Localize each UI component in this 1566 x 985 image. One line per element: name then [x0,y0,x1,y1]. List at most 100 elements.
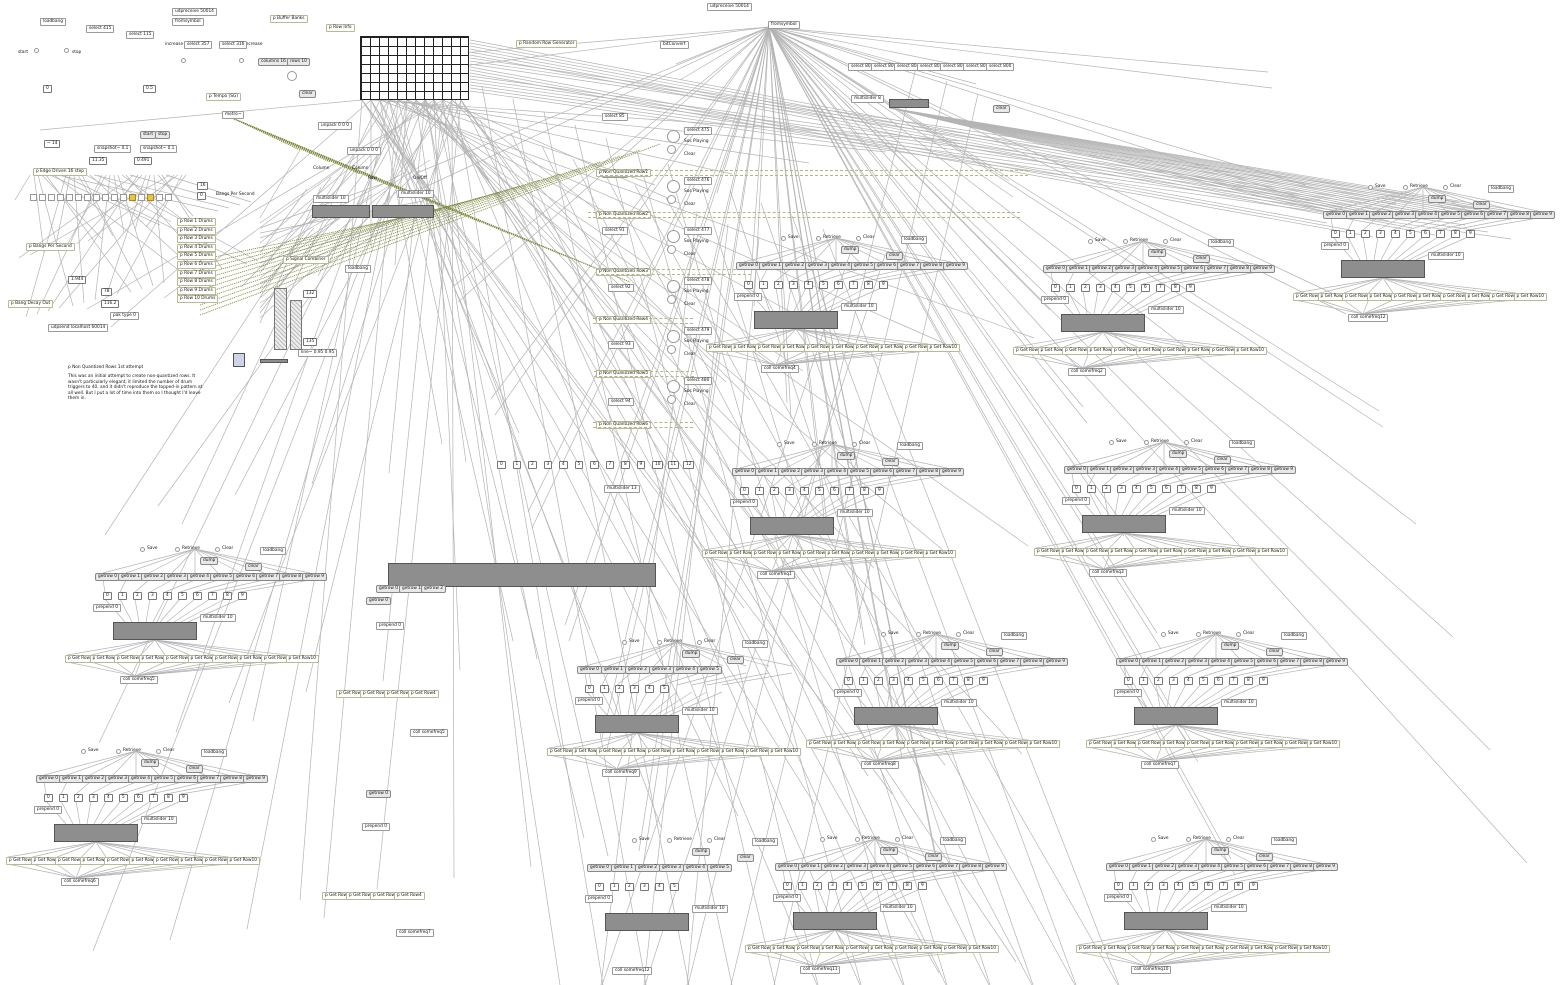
number-box[interactable]: 8 [860,487,869,495]
loadbang-object[interactable]: loadbang [901,236,927,244]
number-box[interactable]: 78 [101,288,113,296]
getrow-message[interactable]: getrow 2 [1369,211,1394,219]
metro-object[interactable]: metro~ [222,111,245,119]
get-row-subpatcher[interactable]: p Get Row10 [1254,548,1289,556]
number-box[interactable]: 135 [303,338,318,346]
prepend-object[interactable]: prepend 0 [1114,689,1142,697]
select-object[interactable]: select 85 [602,113,628,121]
getrow-message[interactable]: getrow 0 [1323,211,1348,219]
number-box[interactable]: 5 [815,487,824,495]
save-toggle[interactable] [820,837,825,842]
multislider-label[interactable]: multislider 10 [1169,507,1205,515]
number-box[interactable]: 7 [1156,284,1165,292]
coll-object[interactable]: coll somefreq5 [410,729,448,737]
number-box[interactable]: 3 [640,883,649,891]
coll-object[interactable]: coll somefreq5 [120,676,158,684]
multislider[interactable] [1061,314,1145,332]
getrow-message[interactable]: getrow 2 [882,658,907,666]
getrow-message[interactable]: getrow 0 [577,666,602,674]
get-row-subpatcher[interactable]: p Get Row10 [965,945,1000,953]
select-object[interactable]: select 357 [184,41,213,49]
coll-object[interactable]: coll somefreq12 [1348,314,1389,322]
number-box[interactable]: 9 [636,461,646,469]
getrow-message[interactable]: getrow 5 [851,262,876,270]
signal-combiner-subpatcher[interactable]: p Signal Combiner [283,256,329,264]
multislider[interactable] [1082,515,1166,533]
clear-toggle[interactable] [895,837,900,842]
number-box[interactable]: 4 [1174,882,1183,890]
number-box[interactable]: 4 [1132,485,1141,493]
getrow-message[interactable]: getrow 4 [867,863,892,871]
number-box[interactable]: 4 [904,677,913,685]
number-box[interactable]: 7 [605,461,615,469]
getrow-message[interactable]: getrow 3 [1175,863,1200,871]
getrow-message[interactable]: getrow 1 [1129,863,1154,871]
getrow-message[interactable]: getrow 3 [905,658,930,666]
getrow-message[interactable]: getrow 3 [805,262,830,270]
number-box[interactable]: 1.944 [68,276,87,284]
getrow-message[interactable]: getrow 7 [1484,211,1509,219]
step-toggle[interactable] [75,194,82,201]
number-box[interactable]: 6 [193,592,202,600]
getrow-message[interactable]: getrow 4 [1156,466,1181,474]
number-box[interactable]: 5 [919,677,928,685]
multislider-label[interactable]: multislider 10 [692,905,728,913]
number-box[interactable]: 0 [1114,882,1123,890]
clear-toggle[interactable] [1184,440,1189,445]
number-box[interactable]: 1 [1346,230,1355,238]
coll-object[interactable]: coll somefreq11 [800,966,841,974]
toggle-bang[interactable] [667,380,680,393]
prepend-object[interactable]: prepend 0 [734,293,762,301]
save-toggle[interactable] [1368,185,1373,190]
number-box[interactable]: 7 [1177,485,1186,493]
getrow-message[interactable]: getrow 4 [1198,863,1223,871]
stop-bang[interactable] [64,48,69,53]
getrow-message[interactable]: getrow 2 [778,468,803,476]
dump-message[interactable]: dump [682,650,701,658]
number-box[interactable]: 11 [667,461,679,469]
getrow-message[interactable]: getrow 2 [141,573,166,581]
non-quantized-row-subpatcher[interactable]: p Non Quantized Row6 [596,421,652,429]
unpack-object[interactable]: unpack 0 0 0 [347,147,381,155]
getrow-message[interactable]: getrow 6 [233,573,258,581]
coll-object[interactable]: coll somefreq7 [1141,761,1179,769]
dump-message[interactable]: dump [141,759,160,767]
clear-message[interactable]: clear [299,90,316,98]
row-drums-subpatcher[interactable]: p Row 4 Drums [177,243,216,252]
getrow-message[interactable]: getrow 4 [928,658,953,666]
number-box[interactable]: 0.491 [134,157,153,165]
fromsymbol-object[interactable]: fromsymbol [172,18,204,26]
number-box[interactable]: 8 [864,281,873,289]
getrow-message[interactable]: getrow 1 [601,666,626,674]
getrow-message[interactable]: getrow 8 [1507,211,1532,219]
select-object[interactable]: select 93 [608,341,634,349]
non-quantized-row-subpatcher[interactable]: p Non Quantized Row2 [596,211,652,219]
matrix-grid[interactable] [360,36,469,100]
getrow-message[interactable]: getrow 7 [1225,466,1250,474]
clear-message[interactable]: clear [925,853,942,861]
getrow-message[interactable]: getrow 8 [920,262,945,270]
getrow-message[interactable]: getrow 9 [982,863,1007,871]
step-toggle[interactable] [93,194,100,201]
save-toggle[interactable] [622,640,627,645]
number-box[interactable]: 3 [543,461,553,469]
number-box[interactable]: 4 [645,685,654,693]
number-box[interactable]: 6 [934,677,943,685]
step-toggle[interactable] [129,194,136,201]
number-box[interactable]: 7 [845,487,854,495]
getrow-message[interactable]: getrow 9 [1271,466,1296,474]
getrow-message[interactable]: getrow 2 [421,585,446,593]
retrieve-toggle[interactable] [657,640,662,645]
number-box[interactable]: 4 [1391,230,1400,238]
coll-object[interactable]: coll somefreq2 [1068,368,1106,376]
retrieve-toggle[interactable] [175,547,180,552]
number-box[interactable]: 3 [828,882,837,890]
prepend-object[interactable]: prepend 0 [1321,242,1349,250]
dump-message[interactable]: dump [1211,847,1230,855]
number-box[interactable]: 5 [819,281,828,289]
number-box[interactable]: 1 [59,794,68,802]
clear-message[interactable]: clear [245,563,262,571]
select-object[interactable]: select 94 [608,398,634,406]
retrieve-toggle[interactable] [1186,837,1191,842]
number-box[interactable]: 7 [1219,882,1228,890]
